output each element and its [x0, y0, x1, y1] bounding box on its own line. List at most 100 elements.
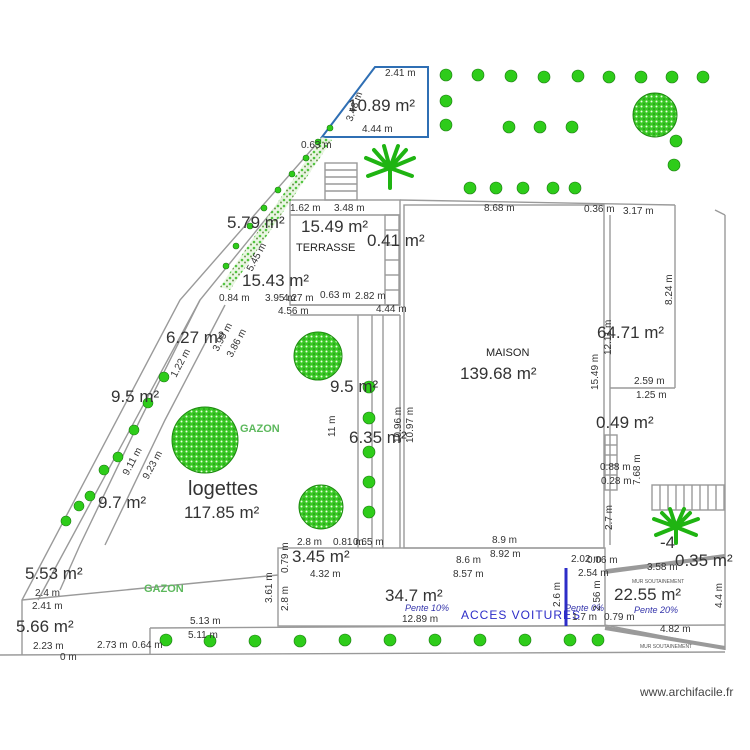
svg-text:10.96 m: 10.96 m: [393, 407, 404, 443]
svg-text:12.89 m: 12.89 m: [402, 614, 438, 625]
svg-text:2.6 m: 2.6 m: [552, 582, 563, 607]
watermark: www.archifacile.fr: [639, 685, 733, 699]
svg-text:4.44 m: 4.44 m: [376, 304, 407, 315]
svg-text:0 m: 0 m: [60, 652, 77, 663]
svg-text:15.49 m: 15.49 m: [590, 354, 601, 390]
svg-text:5.11 m: 5.11 m: [188, 630, 218, 641]
area-right-2255: 22.55 m²: [614, 585, 681, 604]
svg-text:7.68 m: 7.68 m: [632, 454, 643, 485]
svg-text:4.27 m: 4.27 m: [283, 293, 314, 304]
area-right-4471: 64.71 m²: [597, 323, 664, 342]
svg-text:2.54 m: 2.54 m: [578, 568, 609, 579]
hedge-strip: [220, 137, 332, 290]
area-strip-627: 6.27 m²: [166, 328, 224, 347]
svg-text:3.95 m: 3.95 m: [265, 293, 296, 304]
svg-text:2.41 m: 2.41 m: [385, 68, 416, 79]
svg-text:2.4 m: 2.4 m: [35, 588, 60, 599]
svg-text:9.23 m: 9.23 m: [141, 449, 165, 481]
tree-icon: [632, 92, 678, 138]
svg-text:2.7 m: 2.7 m: [604, 505, 615, 530]
svg-text:0.64 m: 0.64 m: [132, 640, 163, 651]
svg-text:0.79 m: 0.79 m: [280, 542, 291, 573]
plot-outlines: [0, 66, 726, 656]
svg-text:0.88 m: 0.88 m: [600, 462, 631, 473]
area-strip-579: 5.79 m²: [227, 213, 285, 232]
label-pente-20: Pente 20%: [634, 605, 678, 615]
area-small-345: 3.45 m²: [292, 547, 350, 566]
area-strip-95a: 9.5 m²: [111, 387, 160, 406]
label-pente-0: Pente 0%: [565, 603, 604, 613]
svg-text:8.9 m: 8.9 m: [492, 535, 517, 546]
svg-text:0.84 m: 0.84 m: [219, 293, 250, 304]
retaining-wall-upper: [604, 554, 726, 574]
svg-text:0.63 m: 0.63 m: [301, 140, 332, 151]
tree-icon: [298, 484, 344, 530]
label-mur-soutainement-2: MUR SOUTAINEMENT: [640, 644, 692, 650]
svg-text:8.57 m: 8.57 m: [453, 569, 484, 580]
svg-text:9.11 m: 9.11 m: [121, 446, 145, 478]
area-strip-97: 9.7 m²: [98, 493, 147, 512]
area-terrasse-main: 15.43 m²: [242, 271, 309, 290]
svg-text:2.59 m: 2.59 m: [634, 376, 665, 387]
label-mur-soutainement-1: MUR SOUTAINEMENT: [632, 579, 684, 585]
palm-tree-icon: [652, 507, 700, 545]
area-right-bot-b: 0.35 m²: [675, 551, 733, 570]
label-maison: MAISON: [486, 347, 529, 359]
svg-text:10.97 m: 10.97 m: [405, 407, 416, 443]
svg-text:2.82 m: 2.82 m: [355, 291, 386, 302]
svg-text:8.24 m: 8.24 m: [664, 274, 675, 305]
area-maison: 139.68 m²: [460, 364, 537, 383]
svg-text:1.25 m: 1.25 m: [636, 390, 667, 401]
area-col-95: 9.5 m²: [330, 377, 379, 396]
tree-icon: [293, 331, 343, 381]
area-drive: 34.7 m²: [385, 586, 443, 605]
label-gazon-1: GAZON: [240, 423, 280, 435]
svg-text:4.82 m: 4.82 m: [660, 624, 691, 635]
svg-text:12.11 m: 12.11 m: [603, 320, 614, 355]
svg-text:0.06 m: 0.06 m: [587, 555, 618, 566]
svg-text:4.56 m: 4.56 m: [278, 306, 309, 317]
svg-text:2.02 m: 2.02 m: [571, 554, 602, 565]
svg-text:1.62 m: 1.62 m: [290, 203, 321, 214]
svg-text:2.8 m: 2.8 m: [280, 586, 291, 611]
svg-text:5.13 m: 5.13 m: [190, 616, 221, 627]
svg-text:3.61 m: 3.61 m: [264, 572, 275, 603]
tree-icon: [171, 406, 239, 474]
svg-text:0.63 m: 0.63 m: [320, 290, 351, 301]
area-corner-553: 5.53 m²: [25, 564, 83, 583]
area-terrasse-small: 0.41 m²: [367, 231, 425, 250]
svg-text:2.41 m: 2.41 m: [32, 601, 63, 612]
svg-text:0.65 m: 0.65 m: [353, 537, 384, 548]
area-right-bot-a: -4: [660, 533, 675, 552]
svg-text:3.17 m: 3.17 m: [623, 206, 654, 217]
area-corner-566: 5.66 m²: [16, 617, 74, 636]
svg-text:2.8 m: 2.8 m: [297, 537, 322, 548]
palm-tree-icon: [364, 144, 416, 190]
svg-text:11 m: 11 m: [327, 416, 338, 438]
label-pente-10: Pente 10%: [405, 603, 449, 613]
svg-text:4.44 m: 4.44 m: [362, 124, 393, 135]
label-acces-voitures: ACCES VOITURES: [461, 608, 581, 622]
label-terrasse: TERRASSE: [296, 242, 355, 254]
svg-text:2.56 m: 2.56 m: [592, 580, 603, 611]
svg-text:2.23 m: 2.23 m: [33, 641, 64, 652]
svg-text:3.58 m: 3.58 m: [647, 562, 678, 573]
svg-text:0.28 m: 0.28 m: [601, 476, 632, 487]
svg-text:0.36 m: 0.36 m: [584, 204, 615, 215]
shrubs: [60, 68, 710, 648]
retaining-wall-lower: [604, 626, 726, 650]
svg-text:1.7 m: 1.7 m: [572, 612, 597, 623]
svg-text:8.6 m: 8.6 m: [456, 555, 481, 566]
svg-text:3.48 m: 3.48 m: [334, 203, 365, 214]
label-logettes: logettes: [188, 478, 258, 500]
area-col-635: 6.35 m²: [349, 428, 407, 447]
svg-text:8.92 m: 8.92 m: [490, 549, 521, 560]
area-logettes: 117.85 m²: [184, 503, 260, 522]
svg-text:0.81 m: 0.81 m: [333, 537, 364, 548]
area-terrasse-top: 15.49 m²: [301, 217, 368, 236]
svg-text:2.73 m: 2.73 m: [97, 640, 128, 651]
svg-text:0.79 m: 0.79 m: [604, 612, 635, 623]
top-triangle: [319, 66, 429, 138]
